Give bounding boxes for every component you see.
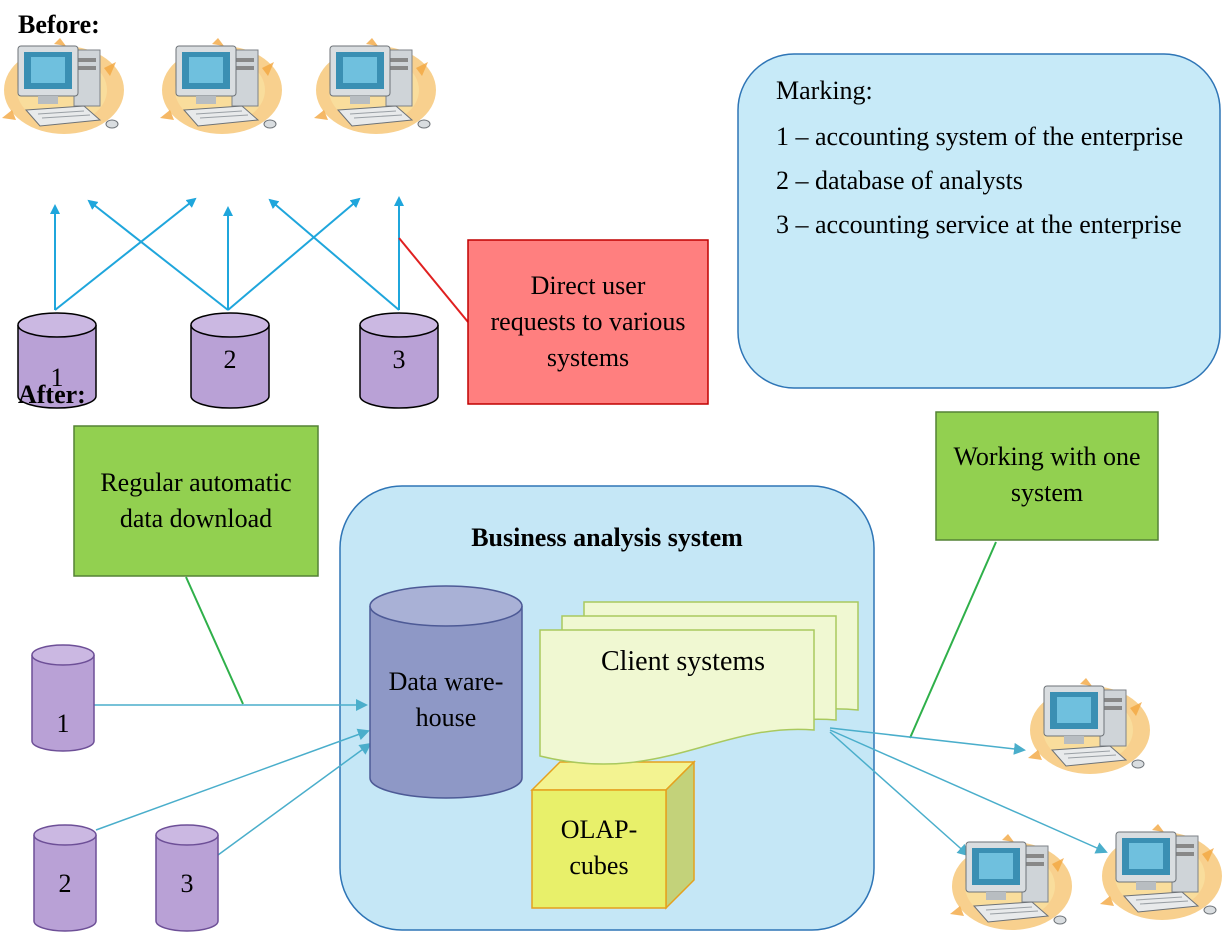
request-arrows <box>50 196 404 311</box>
legend-item-3: 3 – accounting service at the enterprise <box>776 210 1182 239</box>
working-one-system-text: Working with one system <box>953 442 1141 507</box>
computer-icon <box>313 37 437 135</box>
legend-item-1: 1 – accounting system of the enterprise <box>776 122 1184 151</box>
computer-icon <box>1 37 125 135</box>
direct-requests-text: Direct user requests to various systems <box>490 271 686 372</box>
after-db-1-label: 1 <box>56 709 70 738</box>
legend-box <box>737 53 1221 389</box>
client-systems <box>539 601 859 765</box>
warehouse-label: Data ware-house <box>388 667 504 732</box>
legend: Marking: 1 – accounting system of the en… <box>738 54 1220 388</box>
after-db-3-label: 3 <box>180 869 194 898</box>
direct-requests-callout <box>467 239 709 405</box>
olap-label: OLAP-cubes <box>560 815 638 880</box>
download-connector <box>185 576 244 705</box>
download-arrows <box>94 699 372 856</box>
system-title: Business analysis system <box>471 523 743 552</box>
data-warehouse <box>369 585 523 799</box>
before-databases <box>17 312 439 409</box>
before-db-3-label: 3 <box>392 345 406 374</box>
legend-title: Marking: <box>776 76 873 105</box>
callout-connector <box>398 237 469 323</box>
after-label: After: <box>18 380 86 409</box>
computer-icon <box>949 833 1073 931</box>
computer-icon <box>1099 823 1222 921</box>
computer-icon <box>1027 677 1151 775</box>
working-connector <box>909 541 997 739</box>
working-one-system-callout <box>935 411 1159 541</box>
before-db-1-label: 1 <box>50 363 64 392</box>
legend-item-2: 2 – database of analysts <box>776 166 1023 195</box>
output-arrows <box>829 727 1108 857</box>
before-db-2-label: 2 <box>223 345 237 374</box>
client-systems-label: Client systems <box>600 646 766 677</box>
regular-download-callout <box>73 425 319 577</box>
computer-icon <box>159 37 283 135</box>
regular-download-text: Regular automatic data download <box>100 468 292 533</box>
after-databases <box>31 644 219 932</box>
olap-cube <box>530 760 696 910</box>
before-label: Before: <box>18 10 100 39</box>
after-db-2-label: 2 <box>58 869 72 898</box>
